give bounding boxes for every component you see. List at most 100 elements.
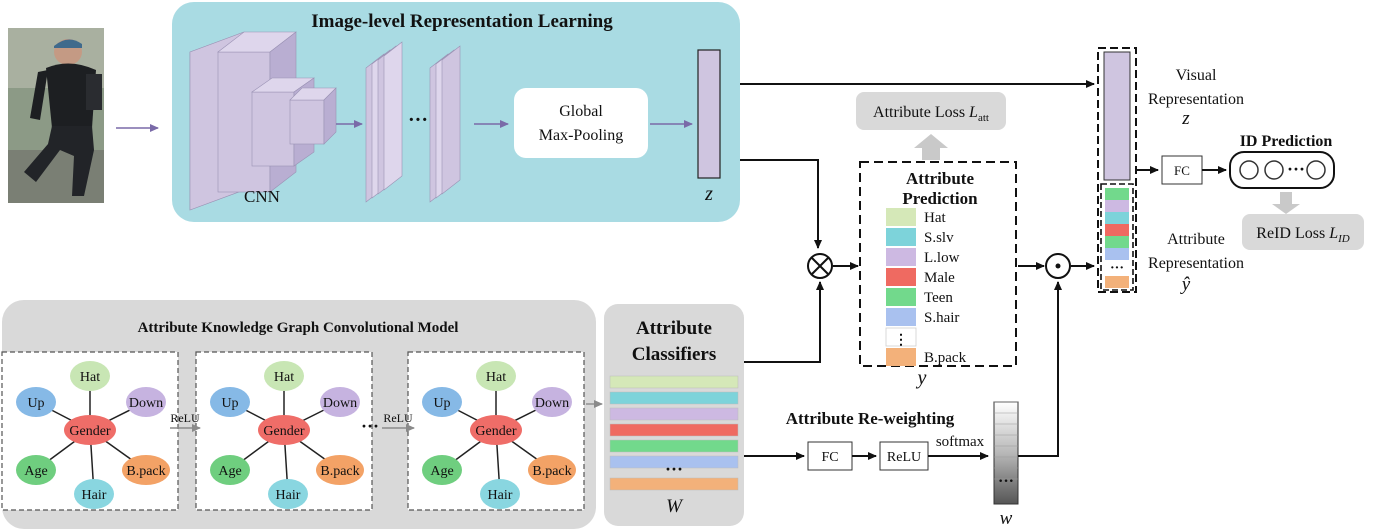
classifier-dots: ··· bbox=[665, 459, 683, 479]
feature-map-stack-1 bbox=[365, 41, 403, 203]
graph-node-down bbox=[320, 387, 360, 417]
attribute-rep-cell bbox=[1105, 212, 1129, 224]
z-to-multiply-arrow bbox=[740, 159, 822, 249]
reweight-relu-label: ReLU bbox=[887, 450, 921, 465]
attribute-representation-vector: ··· bbox=[1105, 188, 1129, 288]
z-vector bbox=[697, 49, 721, 179]
attribute-rep-cell bbox=[1105, 236, 1129, 248]
prediction-label: Hat bbox=[924, 210, 946, 226]
id-fc-label: FC bbox=[1174, 163, 1190, 178]
graph-node-age bbox=[210, 455, 250, 485]
prediction-label: B.pack bbox=[924, 350, 967, 366]
graph-ellipsis: ··· bbox=[361, 416, 379, 436]
attribute-rep-gap bbox=[1105, 260, 1129, 274]
prediction-swatch bbox=[886, 208, 916, 226]
attribute-rep-cell bbox=[1105, 188, 1129, 200]
prediction-swatch-ellipsis bbox=[885, 327, 917, 347]
graph-node-down bbox=[126, 387, 166, 417]
w-label: w bbox=[1000, 508, 1013, 529]
graph-node-label-bpack: B.pack bbox=[126, 464, 165, 479]
graph-node-gender bbox=[64, 415, 116, 445]
visual-rep-symbol: z bbox=[1181, 108, 1190, 129]
id-dots: ··· bbox=[1287, 159, 1305, 179]
graph-node-label-bpack: B.pack bbox=[532, 464, 571, 479]
visual-rep-line1: Visual bbox=[1176, 67, 1217, 84]
graph-node-label-up: Up bbox=[221, 396, 238, 411]
prediction-label: Teen bbox=[924, 290, 953, 306]
attribute-rep-cell bbox=[1105, 276, 1129, 288]
attribute-loss-symbol: L bbox=[968, 104, 978, 121]
prediction-swatch bbox=[886, 248, 916, 266]
graph-node-label-gender: Gender bbox=[69, 424, 111, 439]
loss-up-arrow bbox=[914, 134, 948, 160]
image-level-title: Image-level Representation Learning bbox=[311, 11, 613, 32]
classifier-w-label: W bbox=[666, 496, 684, 517]
graph-node-gender bbox=[470, 415, 522, 445]
prediction-swatch bbox=[886, 288, 916, 306]
feature-map-stack-2 bbox=[429, 45, 461, 203]
graph-node-label-hat: Hat bbox=[80, 370, 100, 385]
graph-node-label-hair: Hair bbox=[488, 488, 513, 503]
graph-node-label-down: Down bbox=[323, 396, 357, 411]
graph-node-hair bbox=[480, 479, 520, 509]
attribute-rep-cell bbox=[1105, 248, 1129, 260]
w-dots: ··· bbox=[998, 473, 1014, 490]
reid-loss-down-arrow bbox=[1272, 192, 1300, 214]
graph-model-title: Attribute Knowledge Graph Convolutional … bbox=[138, 320, 459, 336]
gmp-line1: Global bbox=[559, 103, 603, 120]
feature-ellipsis: ··· bbox=[408, 109, 428, 131]
id-neuron-2 bbox=[1264, 160, 1284, 180]
pedestrian-image bbox=[8, 28, 104, 203]
graph-node-up bbox=[422, 387, 462, 417]
prediction-ellipsis: ⋮ bbox=[894, 333, 908, 348]
attribute-rep-dots: ··· bbox=[1110, 261, 1124, 276]
reid-loss-subscript: ID bbox=[1337, 233, 1350, 245]
graph-node-label-hat: Hat bbox=[486, 370, 506, 385]
prediction-swatch bbox=[886, 228, 916, 246]
attribute-loss-subscript: att bbox=[978, 112, 989, 124]
prediction-label: Male bbox=[924, 270, 955, 286]
id-prediction-title: ID Prediction bbox=[1240, 133, 1333, 150]
graph-node-label-down: Down bbox=[535, 396, 569, 411]
attribute-prediction-title-2: Prediction bbox=[902, 189, 978, 208]
w-vector bbox=[993, 401, 1019, 505]
visual-representation-vector bbox=[1103, 51, 1131, 181]
multiply-operator bbox=[807, 253, 833, 279]
graph-node-label-up: Up bbox=[433, 396, 450, 411]
graph-node-hat bbox=[70, 361, 110, 391]
attribute-loss-box bbox=[856, 92, 1006, 130]
attribute-representation-outline bbox=[1100, 183, 1134, 291]
graph-node-hat bbox=[476, 361, 516, 391]
classifiers-title-2: Classifiers bbox=[632, 344, 716, 365]
z-label: z bbox=[704, 183, 713, 205]
reid-loss-label: ReID Loss LID bbox=[1256, 225, 1349, 245]
graph-node-hair bbox=[268, 479, 308, 509]
reid-loss-box bbox=[1242, 214, 1364, 250]
reid-loss-symbol: L bbox=[1328, 225, 1338, 242]
attribute-loss-label: Attribute Loss Latt bbox=[873, 104, 989, 124]
classifier-bar bbox=[609, 439, 739, 453]
attribute-rep-cell bbox=[1105, 224, 1129, 236]
graph-node-hair bbox=[74, 479, 114, 509]
graph-node-age bbox=[422, 455, 462, 485]
reid-loss-text: ReID Loss bbox=[1256, 225, 1329, 242]
global-max-pooling-box bbox=[514, 88, 648, 158]
cnn-block bbox=[189, 31, 337, 211]
id-fc-box bbox=[1161, 155, 1203, 185]
graph-node-up bbox=[210, 387, 250, 417]
classifier-bar bbox=[609, 455, 739, 469]
graph-node-label-up: Up bbox=[27, 396, 44, 411]
prediction-label: S.slv bbox=[924, 230, 954, 246]
softmax-label: softmax bbox=[936, 434, 985, 450]
graph-node-label-hair: Hair bbox=[276, 488, 301, 503]
reweight-relu-box bbox=[879, 441, 929, 471]
cnn-label: CNN bbox=[244, 187, 280, 206]
graph-node-bpack bbox=[528, 455, 576, 485]
attribute-loss-text: Attribute Loss bbox=[873, 104, 969, 121]
classifiers-title-1: Attribute bbox=[636, 318, 712, 339]
